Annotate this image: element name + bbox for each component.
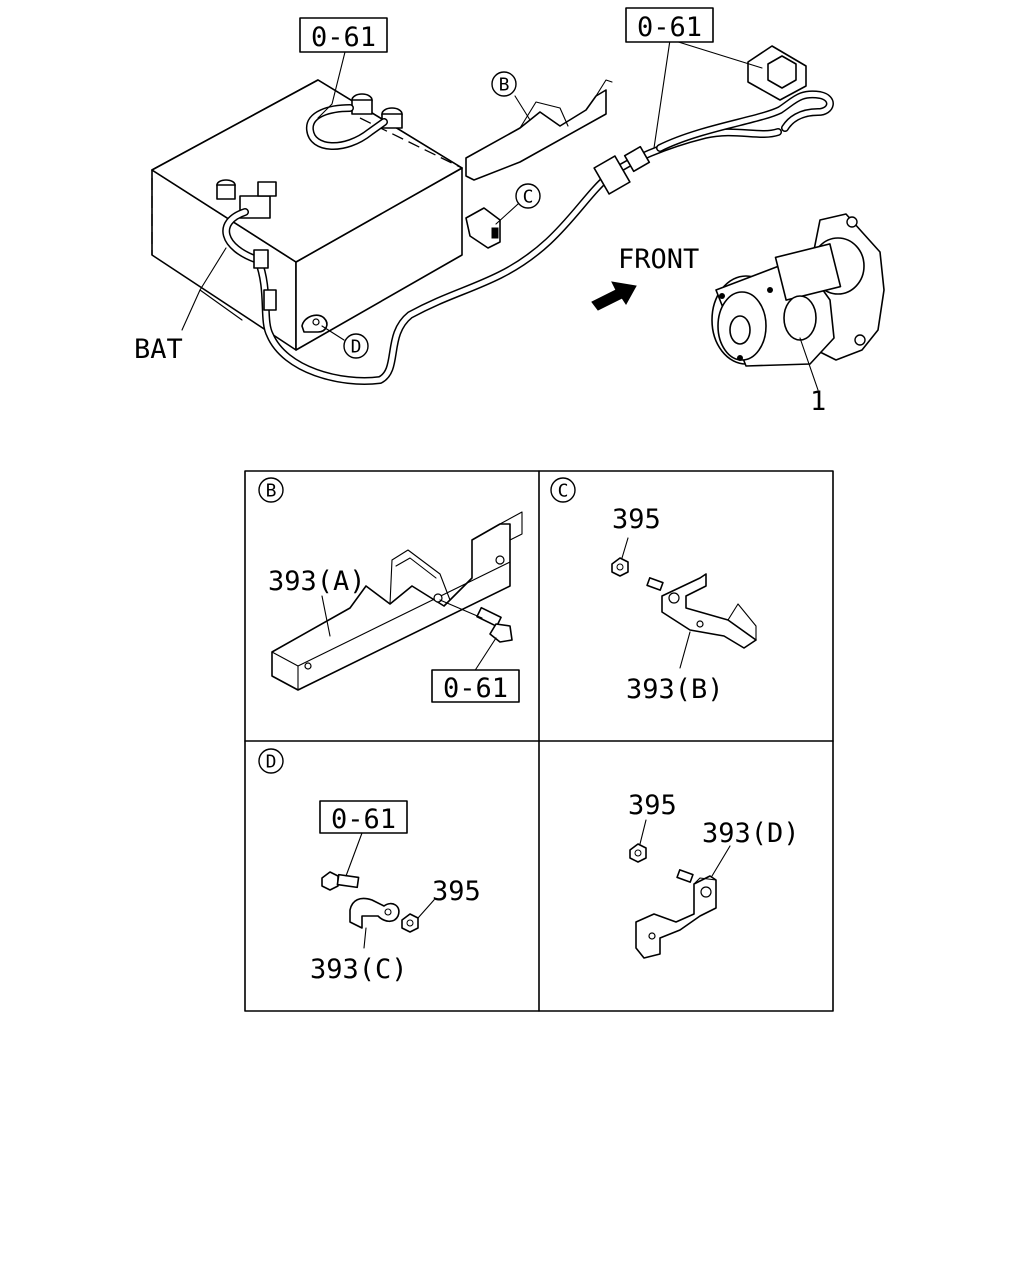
bracket-393b [661, 573, 757, 649]
part-starter-label: 1 [810, 386, 826, 417]
callout-d [343, 333, 369, 359]
panel-c-letter: C [558, 481, 569, 502]
ref-box-top-left [299, 17, 388, 53]
panel-c: C 395 393(B) [550, 477, 757, 705]
clip-d-top [301, 314, 328, 333]
panel-e: 395 393(D) [628, 790, 800, 959]
panel-d-nut-label: 395 [432, 876, 481, 907]
panel-c-part-label: 393(B) [626, 674, 724, 705]
front-arrow-icon [591, 281, 637, 311]
bolt-d [321, 871, 360, 891]
bracket-b-top [465, 79, 613, 181]
callout-c-text: C [523, 187, 534, 208]
panel-b-ref-box [431, 669, 520, 703]
panel-c-nut-label: 395 [612, 504, 661, 535]
callout-c [515, 183, 541, 209]
panel-d-letter: D [266, 752, 277, 773]
panel-b: B 393(A) 0-61 [258, 477, 523, 704]
bat-label: BAT [134, 334, 183, 365]
callout-b [491, 71, 517, 97]
callout-d-text: D [351, 337, 362, 358]
panel-b-letter: B [266, 481, 277, 502]
panel-e-part-label: 393(D) [702, 818, 800, 849]
ref-box-top-right [625, 7, 714, 43]
ref-top-right-text: 0-61 [637, 12, 702, 43]
bracket-393a [271, 511, 523, 691]
panel-b-ref-text: 0-61 [443, 673, 508, 704]
nut-395-e [629, 843, 647, 863]
clip-c-top [465, 207, 501, 249]
panel-d: D 0-61 395 393(C) [258, 748, 481, 985]
nut-395-d [401, 913, 419, 933]
bolt-b [476, 606, 513, 643]
panel-d-part-label: 393(C) [310, 954, 408, 985]
ref-top-left-text: 0-61 [311, 22, 376, 53]
panel-d-ref-text: 0-61 [331, 804, 396, 835]
callout-b-text: B [499, 75, 510, 96]
front-label: FRONT [618, 244, 699, 275]
bracket-393d [635, 875, 717, 959]
detail-panels [244, 470, 834, 1012]
panel-e-nut-label: 395 [628, 790, 677, 821]
panel-b-part-label: 393(A) [268, 566, 366, 597]
panel-d-ref-box [319, 800, 408, 834]
clip-393c [349, 897, 400, 929]
starter-motor [711, 213, 885, 367]
nut-395-c [611, 557, 629, 577]
battery-cable-assembly: 0-61 0-61 B C D FRONT BAT 1 [134, 7, 885, 417]
